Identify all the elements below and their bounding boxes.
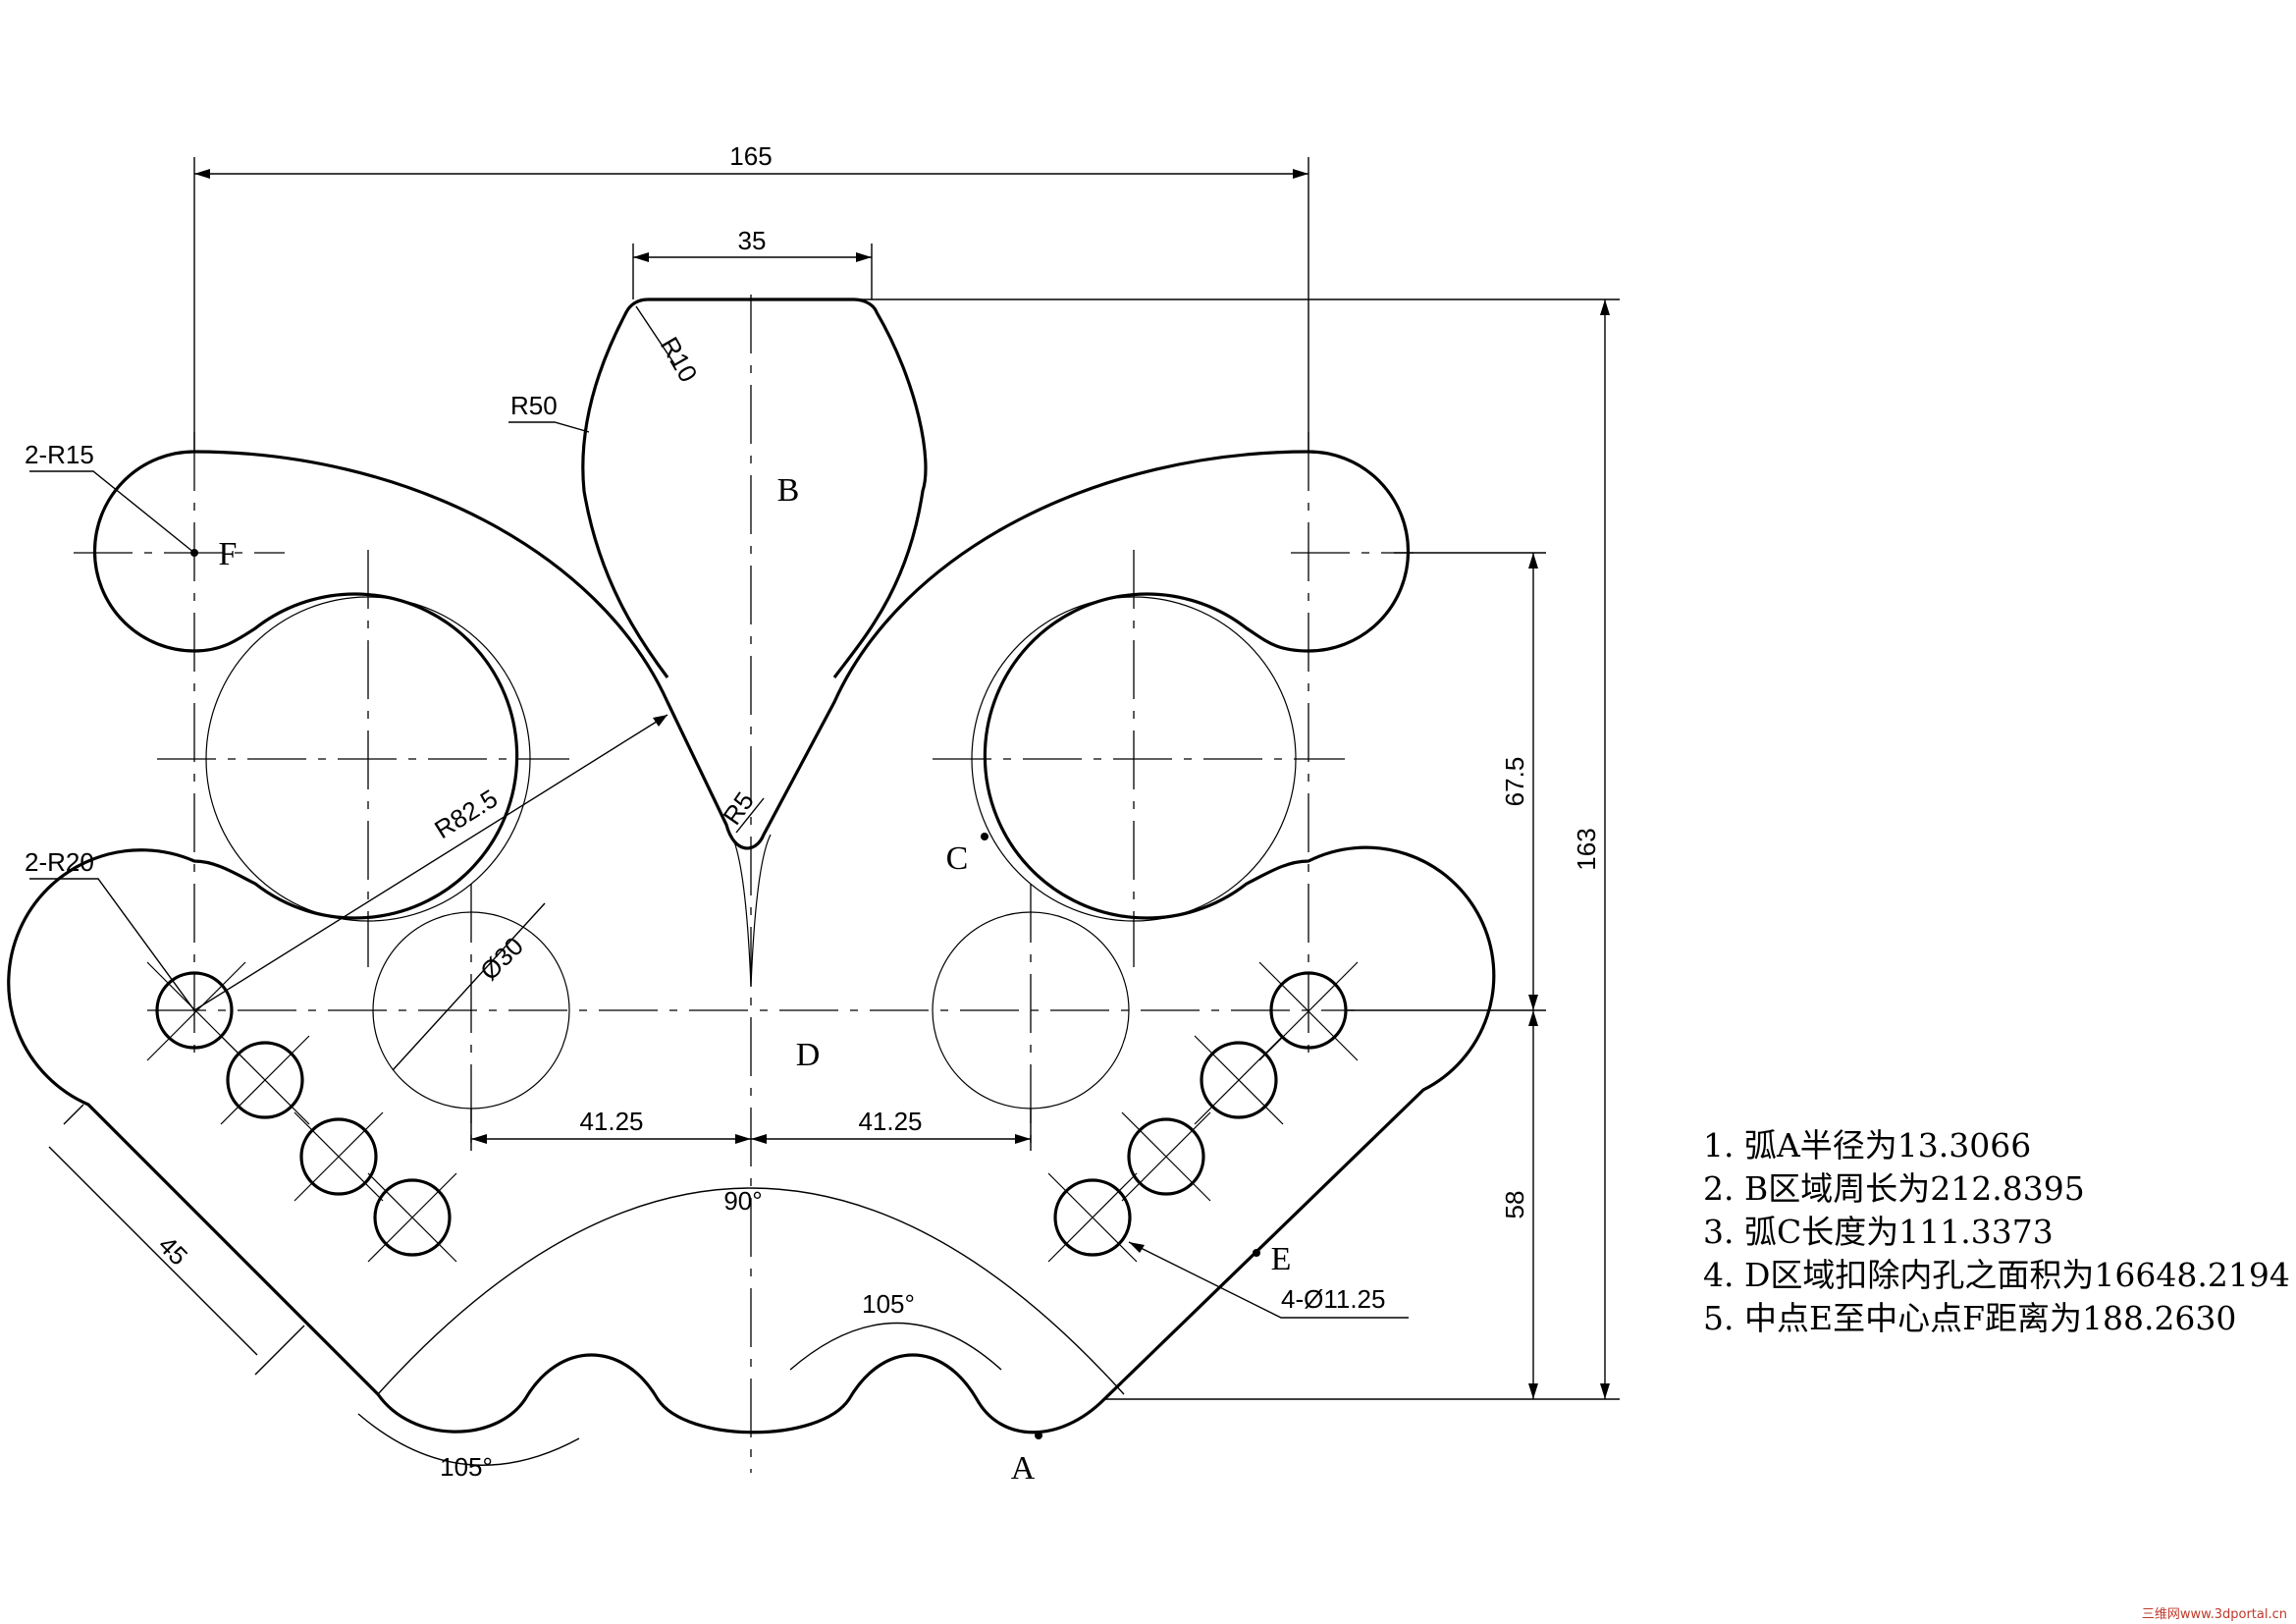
holes-label: 4-Ø11.25 (1281, 1284, 1385, 1314)
edge-length-label: 45 (153, 1230, 194, 1272)
r82-label: R82.5 (429, 784, 503, 844)
r50-label: R50 (510, 391, 558, 420)
overall-width-label: 165 (729, 141, 772, 171)
r5-label: R5 (717, 786, 760, 830)
r15-label: 2-R15 (25, 440, 94, 469)
part-outline (7, 298, 1496, 1435)
right-spacing-label: 41.25 (858, 1107, 922, 1136)
point-f-label: F (219, 536, 238, 572)
inner-angle-left-label: 105° (440, 1452, 493, 1482)
r20-label: 2-R20 (25, 847, 94, 877)
point-c-label: C (946, 840, 969, 877)
note-2: 2. B区域周长为212.8395 (1703, 1169, 2085, 1208)
top-width-label: 35 (738, 226, 767, 255)
total-height-label: 163 (1572, 828, 1601, 870)
left-spacing-label: 41.25 (579, 1107, 643, 1136)
dimension-lines (29, 157, 1620, 1466)
hole-crosses (146, 961, 1359, 1263)
r10-label: R10 (655, 332, 704, 387)
point-markers (190, 549, 1260, 1439)
note-3: 3. 弧C长度为111.3373 (1703, 1213, 2054, 1251)
d30-label: Ø30 (474, 931, 529, 986)
point-a-label: A (1011, 1450, 1036, 1487)
note-5: 5. 中点E至中心点F距离为188.2630 (1703, 1299, 2236, 1337)
watermark: 三维网www.3dportal.cn (2142, 1607, 2287, 1622)
arrow-heads (194, 169, 1610, 1399)
lower-height-label: 58 (1500, 1191, 1529, 1219)
inner-angle-right-label: 105° (862, 1289, 915, 1319)
note-1: 1. 弧A半径为13.3066 (1703, 1126, 2031, 1164)
point-b-label: B (777, 472, 800, 509)
note-4: 4. D区域扣除内孔之面积为16648.2194 (1703, 1256, 2290, 1294)
notes-block: 1. 弧A半径为13.3066 2. B区域周长为212.8395 3. 弧C长… (1703, 1126, 2290, 1337)
point-d-label: D (796, 1037, 821, 1073)
point-e-label: E (1271, 1241, 1292, 1277)
upper-height-label: 67.5 (1500, 757, 1529, 807)
center-lines (74, 295, 1414, 1473)
outer-angle-label: 90° (723, 1186, 762, 1216)
